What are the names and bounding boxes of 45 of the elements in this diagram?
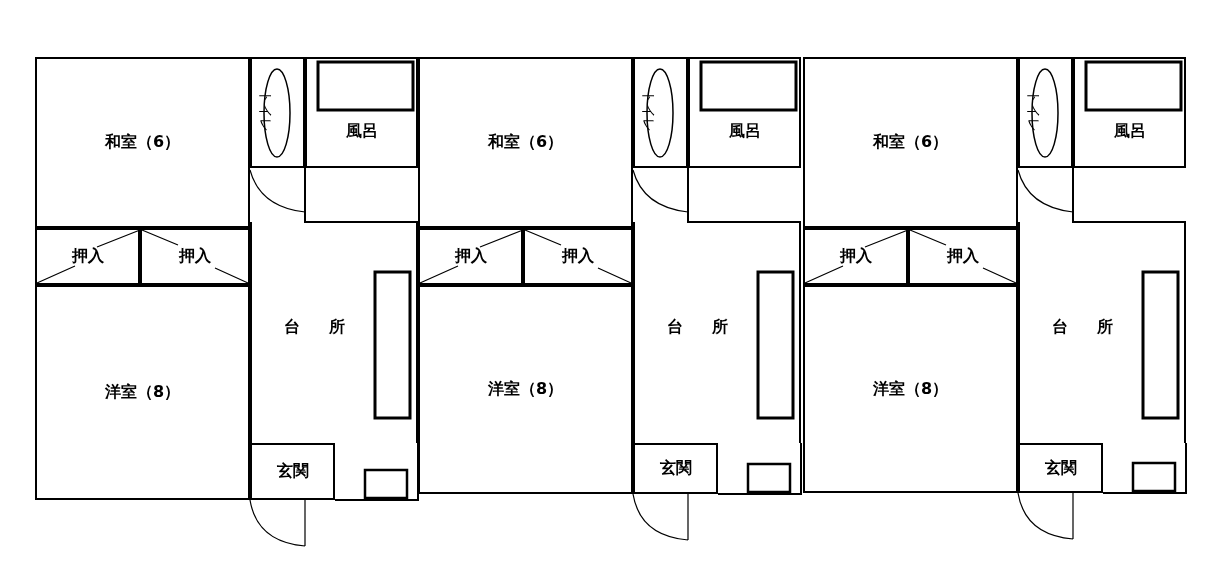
room bbox=[803, 285, 1018, 493]
room-label: 玄関 bbox=[659, 458, 692, 479]
room bbox=[250, 443, 335, 500]
room bbox=[803, 228, 908, 285]
room bbox=[1073, 57, 1186, 168]
room-label: 風呂 bbox=[345, 121, 378, 142]
room bbox=[418, 285, 633, 494]
room bbox=[250, 57, 305, 168]
room bbox=[140, 228, 250, 285]
room-label: 押入 bbox=[179, 246, 211, 267]
room-label: 風呂 bbox=[1113, 121, 1146, 142]
room-label: 台所 bbox=[667, 317, 757, 338]
room-label: 和室（6） bbox=[872, 132, 949, 153]
room bbox=[305, 57, 418, 168]
room-label: 押入 bbox=[562, 246, 594, 267]
room bbox=[1018, 443, 1103, 493]
room-label: 洋室（8） bbox=[487, 379, 564, 400]
room bbox=[1018, 57, 1073, 168]
room bbox=[418, 228, 523, 285]
room bbox=[35, 57, 250, 228]
room bbox=[418, 57, 633, 228]
room-label: 洋室（8） bbox=[872, 378, 949, 400]
room bbox=[908, 228, 1018, 285]
room-label: 台所 bbox=[284, 317, 374, 338]
room-label: 玄関 bbox=[276, 461, 309, 482]
room-label: 洋室（8） bbox=[104, 382, 181, 403]
room-label: 押入 bbox=[839, 246, 872, 267]
room bbox=[250, 222, 418, 443]
room-label: 押入 bbox=[71, 246, 104, 267]
room bbox=[633, 222, 801, 443]
room-label: 台所 bbox=[1052, 317, 1142, 338]
room-label: 押入 bbox=[947, 246, 979, 267]
room-label: 風呂 bbox=[728, 121, 761, 142]
room-label: 和室（6） bbox=[487, 132, 564, 153]
room bbox=[523, 228, 633, 285]
room bbox=[1018, 222, 1186, 443]
room bbox=[633, 443, 718, 494]
room-label: 押入 bbox=[454, 246, 487, 267]
room bbox=[803, 57, 1018, 228]
room bbox=[633, 57, 688, 168]
room-label: 玄関 bbox=[1044, 457, 1077, 479]
room-label: 和室（6） bbox=[104, 132, 181, 153]
room bbox=[688, 57, 801, 168]
room bbox=[35, 285, 250, 500]
room bbox=[35, 228, 140, 285]
